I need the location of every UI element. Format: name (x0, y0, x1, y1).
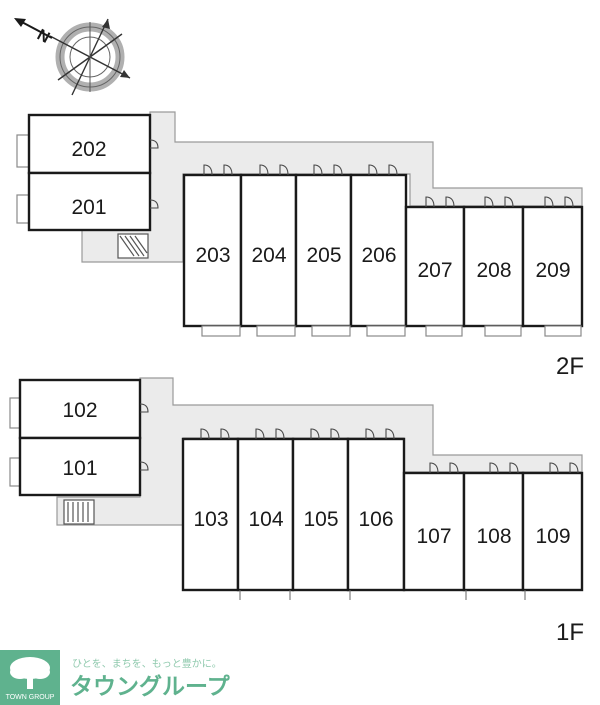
room-label: 107 (416, 525, 451, 548)
doors-1f (139, 403, 579, 474)
floor-label-1f: 1F (556, 619, 584, 646)
room-label: 207 (417, 259, 452, 282)
town-group-logo: TOWN GROUP ひとを、まちを、もっと豊かに。 タウングループ (0, 650, 231, 705)
room-label: 202 (71, 138, 106, 161)
unit-206 (349, 173, 408, 328)
room-label: 106 (358, 508, 393, 531)
room-label: 209 (535, 259, 570, 282)
balcony (9, 457, 21, 487)
unit-105 (291, 437, 350, 592)
unit-104 (236, 437, 295, 592)
room-label: 204 (251, 244, 286, 267)
rear-ticks-1f (239, 590, 526, 600)
room-label: 102 (62, 399, 97, 422)
logo-name: タウングループ (70, 673, 231, 700)
room-label: 203 (195, 244, 230, 267)
room-labels-2f: 202 201 203 204 205 206 207 208 209 (71, 138, 570, 282)
room-label: 201 (71, 196, 106, 219)
room-label: 205 (306, 244, 341, 267)
logo-tagline: ひとを、まちを、もっと豊かに。 (72, 657, 222, 670)
unit-207 (404, 205, 466, 328)
unit-108 (462, 471, 525, 592)
stairs-1f (63, 499, 95, 525)
unit-209 (521, 205, 584, 328)
unit-109 (521, 471, 584, 592)
room-label: 108 (476, 525, 511, 548)
logo-brand-text: TOWN GROUP (6, 694, 55, 701)
compass-icon: N (14, 18, 131, 96)
room-label: 103 (193, 508, 228, 531)
room-labels-1f: 102 101 103 104 105 106 107 108 109 (62, 399, 570, 548)
unit-201 (27, 171, 152, 232)
balcony (16, 194, 30, 224)
room-label: 104 (248, 508, 283, 531)
balcony (16, 134, 30, 168)
unit-103 (181, 437, 240, 592)
room-label: 101 (62, 457, 97, 480)
floor-label-2f: 2F (556, 353, 584, 380)
doors-2f (149, 139, 574, 209)
balcony (9, 397, 21, 429)
balconies-2f (201, 325, 582, 337)
room-label: 206 (361, 244, 396, 267)
room-label: 208 (476, 259, 511, 282)
stairs-2f (117, 233, 149, 259)
room-label: 109 (535, 525, 570, 548)
unit-101 (18, 436, 142, 497)
unit-202 (27, 113, 152, 175)
room-label: 105 (303, 508, 338, 531)
